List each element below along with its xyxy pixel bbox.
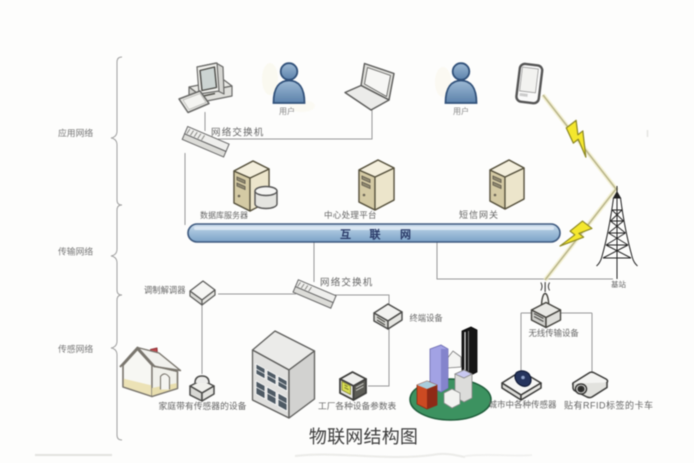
svg-text:城市中各种传感器: 城市中各种传感器 — [489, 400, 558, 410]
svg-text:基站: 基站 — [611, 279, 626, 289]
svg-text:用户: 用户 — [279, 106, 295, 116]
svg-text:中心处理平台: 中心处理平台 — [324, 210, 377, 220]
svg-text:传输网络: 传输网络 — [58, 246, 93, 257]
svg-text:网络交换机: 网络交换机 — [211, 127, 265, 139]
svg-text:数据库服务器: 数据库服务器 — [200, 210, 248, 220]
svg-text:传感网络: 传感网络 — [58, 343, 93, 354]
svg-text:家庭带有传感器的设备: 家庭带有传感器的设备 — [159, 400, 247, 411]
svg-text:用户: 用户 — [453, 106, 469, 116]
svg-text:工厂各种设备参数表: 工厂各种设备参数表 — [318, 400, 397, 411]
svg-text:无线传输设备: 无线传输设备 — [529, 328, 580, 338]
svg-text:贴有RFID标签的卡车: 贴有RFID标签的卡车 — [564, 400, 654, 411]
svg-text:应用网络: 应用网络 — [58, 127, 93, 138]
svg-text:物联网结构图: 物联网结构图 — [309, 427, 418, 447]
svg-text:短信网关: 短信网关 — [459, 209, 499, 220]
svg-text:网络交换机: 网络交换机 — [320, 277, 374, 289]
svg-text:互联网: 互联网 — [340, 227, 411, 241]
svg-text:终端设备: 终端设备 — [410, 313, 444, 323]
svg-text:调制解调器: 调制解调器 — [144, 285, 186, 295]
